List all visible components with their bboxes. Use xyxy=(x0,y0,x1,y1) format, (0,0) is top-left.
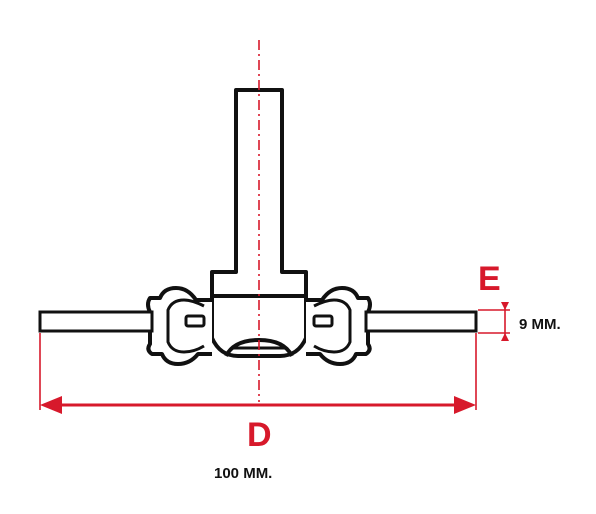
diameter-letter: D xyxy=(247,416,272,454)
right-bristles xyxy=(364,310,478,333)
diameter-arrow-left xyxy=(40,396,62,414)
diameter-value: 100 MM. xyxy=(214,465,272,482)
thickness-arrow-top xyxy=(501,302,509,310)
thickness-letter: E xyxy=(478,260,501,298)
diameter-arrow-right xyxy=(454,396,476,414)
left-slot xyxy=(184,314,206,328)
thickness-arrow-bottom xyxy=(501,333,509,341)
thickness-value: 9 MM. xyxy=(519,316,561,333)
right-clamp-inner xyxy=(313,298,352,354)
right-slot xyxy=(312,314,334,328)
left-bristles xyxy=(38,310,154,333)
left-clamp-inner xyxy=(166,298,205,354)
